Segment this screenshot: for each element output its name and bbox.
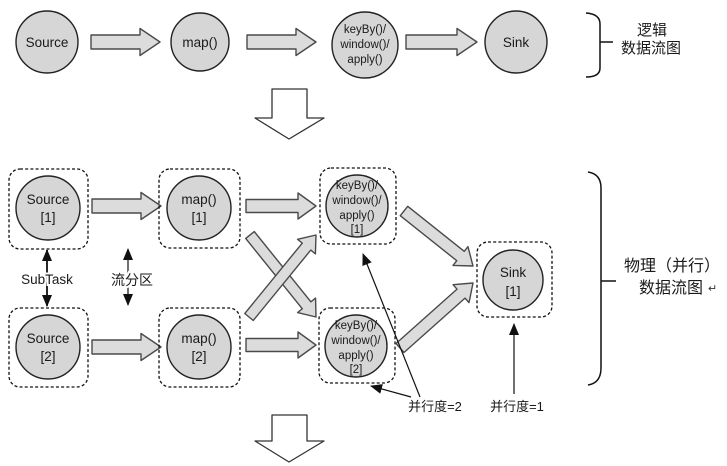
logical-bracket: [585, 12, 613, 78]
logical-map-label: map(): [182, 35, 217, 50]
physical-keyby1-line1: keyBy()/: [336, 180, 379, 192]
physical-source2-index: [2]: [40, 349, 55, 364]
physical-keyby1-node: [325, 174, 389, 238]
arrow-source2-map2: [91, 332, 162, 362]
physical-keyby2-line2: window()/: [330, 335, 381, 347]
physical-source2-box: [8, 307, 89, 388]
parallelism2-label: 并行度=2: [408, 399, 462, 414]
parallelism2-pointer-keyby1: [362, 253, 421, 398]
physical-sink1-box: [476, 241, 553, 318]
arrow-map2-keyby1-cross: [244, 234, 317, 322]
transform-down-arrow-bottom: [254, 414, 325, 463]
stream-partition-label: 流分区: [111, 272, 153, 288]
physical-keyby2-line1: keyBy()/: [335, 320, 378, 332]
physical-map2-node: [166, 314, 232, 380]
arrow-keyby2-sink: [395, 282, 474, 354]
paragraph-return-mark: ↵: [708, 283, 717, 295]
logical-sink-node: [484, 10, 548, 74]
parallelism2-pointer-keyby2: [370, 384, 412, 398]
physical-map2-box: [158, 307, 241, 388]
transform-down-arrow-top: [254, 88, 325, 140]
physical-map1-box: [158, 168, 241, 249]
physical-keyby1-line2: window()/: [331, 195, 382, 207]
physical-source2-label: Source: [27, 331, 70, 346]
arrow-source1-map1: [91, 191, 162, 221]
arrow-keyby1-sink: [399, 205, 474, 267]
physical-keyby2-box: [318, 307, 396, 384]
logical-arrow-source-map: [90, 27, 161, 57]
logical-sink-label: Sink: [503, 35, 530, 50]
logical-arrow-keyby-sink: [405, 27, 478, 57]
physical-source1-label: Source: [27, 192, 70, 207]
logical-keyby-line2: window()/: [339, 39, 390, 51]
physical-sink1-label: Sink: [500, 265, 527, 280]
parallelism1-label: 并行度=1: [490, 399, 544, 414]
physical-source2-node: [15, 314, 81, 380]
logical-arrow-map-keyby: [246, 27, 317, 57]
arrow-map1-keyby1: [245, 192, 317, 220]
physical-map1-label: map(): [181, 192, 216, 207]
physical-source1-node: [15, 175, 81, 241]
physical-map1-node: [166, 175, 232, 241]
physical-map1-index: [1]: [191, 210, 206, 225]
physical-keyby2-line3: apply(): [338, 350, 373, 362]
physical-keyby1-index: [1]: [351, 224, 364, 236]
arrow-map2-keyby2: [245, 331, 317, 359]
physical-keyby1-box: [319, 167, 397, 245]
logical-caption-line1: 逻辑: [637, 22, 667, 39]
logical-keyby-line3: apply(): [347, 54, 382, 66]
physical-keyby2-node: [324, 314, 388, 378]
logical-source-node: [15, 10, 79, 74]
physical-caption-line2: 数据流图: [639, 279, 703, 297]
logical-keyby-node: [331, 11, 399, 79]
logical-caption-line2: 数据流图: [621, 40, 681, 57]
physical-keyby2-index: [2]: [350, 364, 363, 376]
logical-keyby-line1: keyBy()/: [344, 24, 387, 36]
logical-source-label: Source: [26, 35, 69, 50]
physical-source1-index: [1]: [40, 210, 55, 225]
physical-caption-line1: 物理（并行）: [624, 257, 720, 275]
physical-map2-index: [2]: [191, 349, 206, 364]
physical-sink1-index: [1]: [505, 284, 520, 299]
physical-sink1-node: [482, 249, 544, 311]
subtask-label: SubTask: [21, 272, 73, 287]
physical-bracket: [587, 171, 616, 386]
physical-keyby1-line3: apply(): [339, 210, 374, 222]
logical-map-node: [170, 12, 230, 72]
physical-map2-label: map(): [181, 331, 216, 346]
